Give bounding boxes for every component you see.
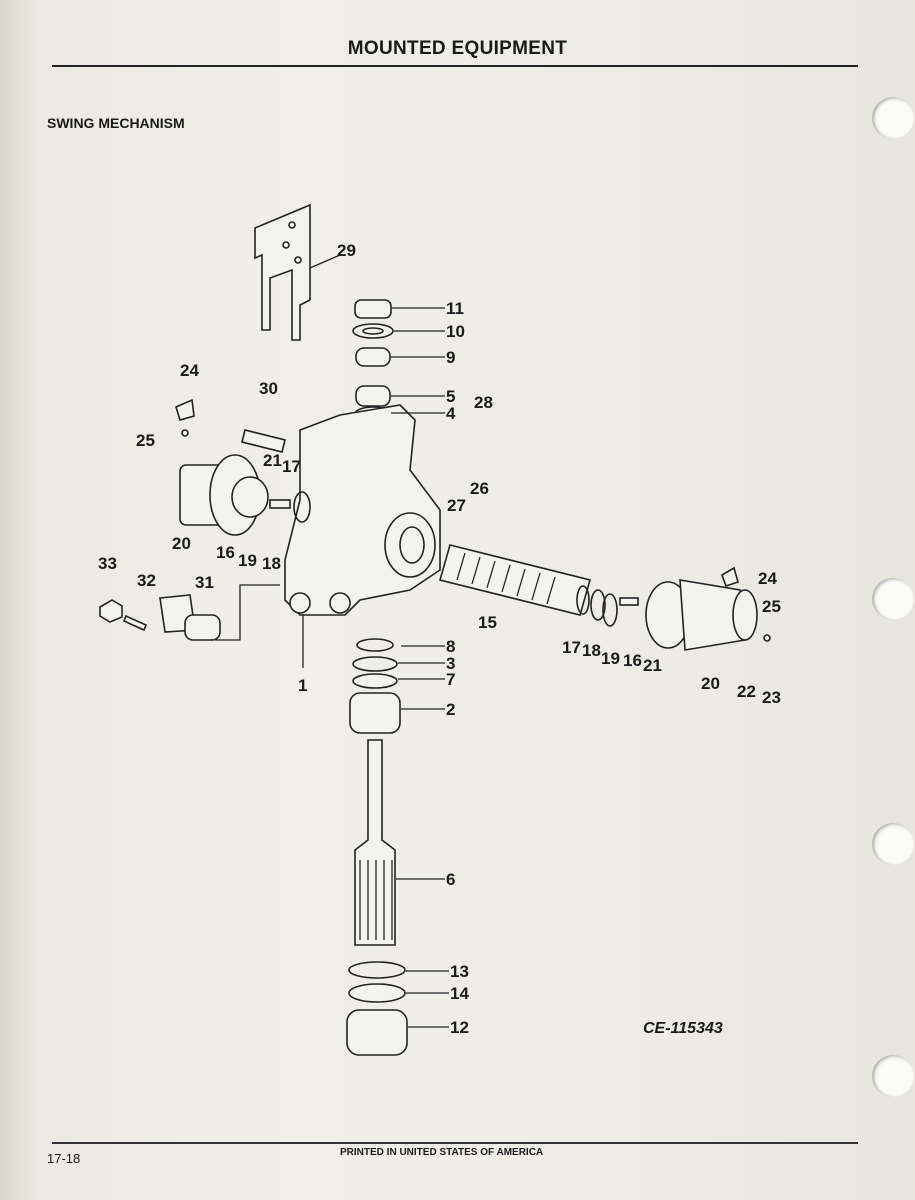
callout-number: 29 [337,241,356,260]
callout-number: 14 [450,984,469,1003]
callout-number: 25 [762,597,781,616]
callout-number: 15 [478,613,497,632]
callout-number: 24 [758,569,777,588]
callout-number: 25 [136,431,155,450]
page-title: MOUNTED EQUIPMENT [347,38,568,59]
callout-number: 13 [450,962,469,981]
callout-number: 33 [98,554,117,573]
callout-number: 23 [762,688,781,707]
callout-number: 9 [446,348,455,367]
callout-number: 32 [137,571,156,590]
callout-number: 20 [701,674,720,693]
callout-number: 18 [582,641,601,660]
callout-number: 19 [238,551,257,570]
callout-number: 18 [262,554,281,573]
callout-number: 6 [446,870,455,889]
binder-hole [872,1055,914,1097]
callout-number: 31 [195,573,214,592]
callout-number: 1 [298,676,307,695]
callout-number: 7 [446,670,455,689]
callout-number: 2 [446,700,455,719]
header-divider [52,65,858,67]
part-link-bracket [254,203,311,341]
callout-number: 17 [562,638,581,657]
callout-number: 20 [172,534,191,553]
callout-number: 22 [737,682,756,701]
callout-number: 19 [601,649,620,668]
callout-number: 3 [446,654,455,673]
callout-number: 16 [216,543,235,562]
callout-number: 17 [282,457,301,476]
binder-hole [872,578,914,620]
callout-number: 26 [470,479,489,498]
callout-number: 24 [180,361,199,380]
callout-number: 11 [446,299,464,318]
footer-divider [52,1142,858,1144]
callout-number: 28 [474,393,493,412]
callout-number: 4 [446,404,456,423]
callout-number: 21 [263,451,282,470]
callout-number: 5 [446,387,455,406]
binder-hole [872,823,914,865]
page-number: 17-18 [47,1151,81,1166]
callout-number: 27 [447,496,466,515]
callout-number: 8 [446,637,455,656]
figure-id: CE-115343 [643,1020,723,1037]
section-heading: SWING MECHANISM [47,115,185,131]
callout-labels: 29 11 10 9 5 4 28 30 24 25 21 17 26 27 2… [98,241,781,1037]
callout-number: 16 [623,651,642,670]
callout-number: 12 [450,1018,469,1037]
printed-notice: PRINTED IN UNITED STATES OF AMERICA [340,1147,544,1158]
callout-number: 10 [446,322,465,341]
callout-number: 21 [643,656,662,675]
binder-hole [872,97,914,139]
callout-number: 30 [259,379,278,398]
